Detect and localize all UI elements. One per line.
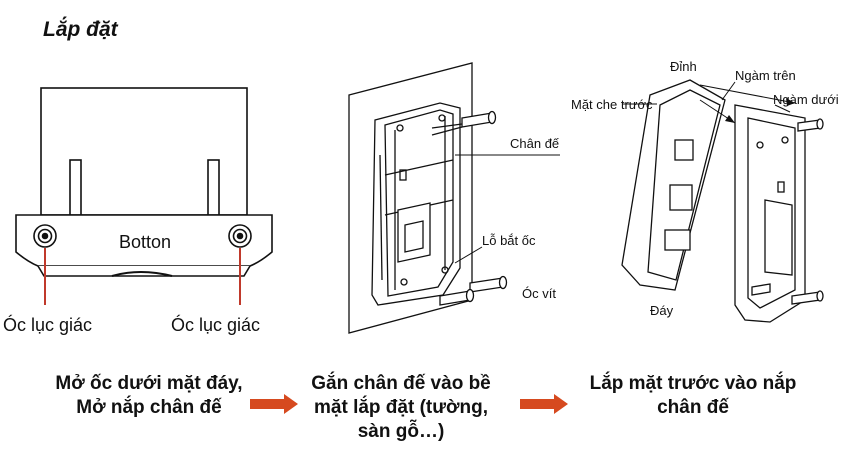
step-3-line-2: chân đế: [657, 397, 729, 418]
front-cover-figure: [621, 79, 824, 323]
step-1-caption: Mở ốc dưới mặt đáy, Mở nắp chân đế: [38, 372, 260, 420]
left-post: [69, 159, 82, 216]
left-hex-screw: [33, 224, 57, 248]
top-label: Đỉnh: [670, 59, 697, 74]
screw-hole-pointer: [454, 246, 483, 264]
step-2-line-3: sàn gỗ…): [357, 421, 445, 442]
device-bottom-figure: [15, 87, 273, 277]
botton-label: Botton: [119, 232, 171, 252]
step-2-line-2: mặt lắp đặt (tường,: [314, 397, 488, 418]
step-arrow-2: [520, 394, 568, 414]
step-2-caption: Gắn chân đế vào bề mặt lắp đặt (tường, s…: [296, 372, 506, 444]
left-screw-label: Óc lục giác: [3, 314, 92, 335]
bottom-screw: [469, 275, 508, 293]
screw-label: Óc vít: [522, 286, 556, 301]
step-3-line-1: Lắp mặt trước vào nắp: [589, 373, 797, 394]
screw-hole-label: Lỗ bắt ốc: [482, 233, 536, 248]
right-screw-label: Óc lục giác: [171, 314, 260, 335]
upper-slot-pointer: [721, 81, 736, 101]
mounting-base-figure: [348, 62, 508, 334]
lower-slot-label: Ngàm dưới: [773, 92, 839, 107]
right-post: [207, 159, 220, 216]
lower-slot-pointer: [774, 104, 791, 113]
front-cover-label: Mặt che trước: [571, 97, 653, 112]
step-2-line-1: Gắn chân đế vào bề: [311, 373, 491, 394]
step-1-line-1: Mở ốc dưới mặt đáy,: [55, 373, 243, 394]
section-title: Lắp đặt: [43, 18, 118, 41]
bottom-label: Đáy: [650, 303, 674, 318]
base-label: Chân đế: [510, 136, 560, 151]
base-lip: [37, 265, 251, 277]
upper-slot-label: Ngàm trên: [735, 68, 796, 83]
base-cutout: [397, 202, 431, 263]
lower-screw: [439, 288, 475, 306]
top-screw: [431, 110, 497, 136]
step-3-caption: Lắp mặt trước vào nắp chân đế: [568, 372, 818, 420]
step-1-line-2: Mở nắp chân đế: [76, 397, 222, 418]
step-arrow-1: [250, 394, 298, 414]
right-hex-screw: [228, 224, 252, 248]
